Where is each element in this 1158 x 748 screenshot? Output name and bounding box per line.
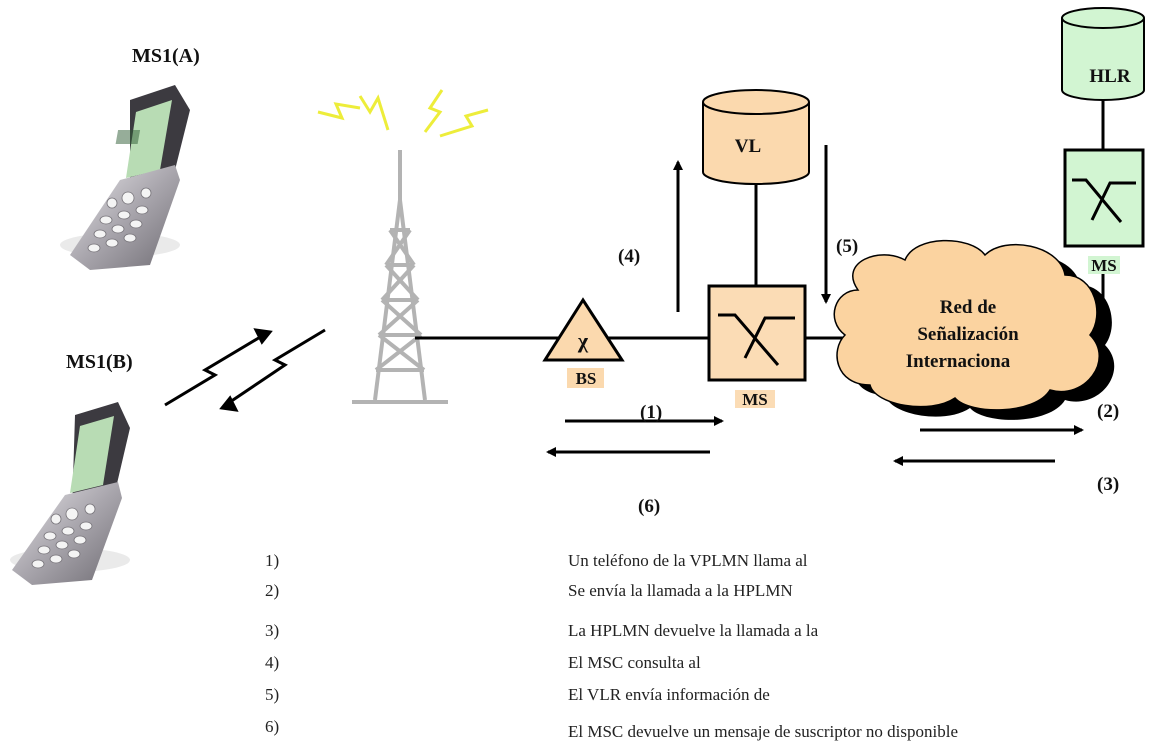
base-station-symbol: χ [577, 328, 589, 353]
visited-msc-switch [707, 284, 807, 382]
base-station-icon [542, 297, 625, 362]
msc-visited-label-bg [735, 390, 775, 408]
step-2-label: (2) [1097, 401, 1119, 422]
bs-label-bg [567, 368, 604, 388]
msc-home-label: MS [1091, 256, 1117, 275]
antenna-tower-icon [352, 150, 448, 404]
network-label-line-1: Red de [940, 297, 996, 318]
phone-b-icon [10, 402, 130, 585]
step-5-label: (5) [836, 236, 858, 257]
step-1-label: (1) [640, 402, 662, 423]
step-6-label: (6) [638, 496, 660, 517]
signaling-network-cloud-icon [833, 239, 1115, 420]
msc-home-label-bg [1088, 256, 1120, 274]
hlr-label: HLR [1089, 66, 1130, 87]
phone-a-icon [60, 85, 190, 270]
signal-bolts-icon [317, 89, 489, 138]
radio-link-icon [164, 328, 326, 412]
network-label-line-2: Señalización [917, 324, 1019, 345]
step-4-label: (4) [618, 246, 640, 267]
step-3-label: (3) [1097, 474, 1119, 495]
home-msc-switch [1063, 148, 1145, 248]
msc-visited-label: MS [742, 390, 768, 409]
hlr-database-icon [1061, 7, 1145, 101]
network-label-line-3: Internaciona [906, 351, 1011, 372]
phone-b-label: MS1(B) [66, 351, 133, 373]
phone-a-label: MS1(A) [132, 45, 200, 67]
vlr-database-icon [702, 89, 810, 185]
vlr-label: VL [735, 136, 761, 157]
base-station-label: BS [576, 369, 597, 388]
